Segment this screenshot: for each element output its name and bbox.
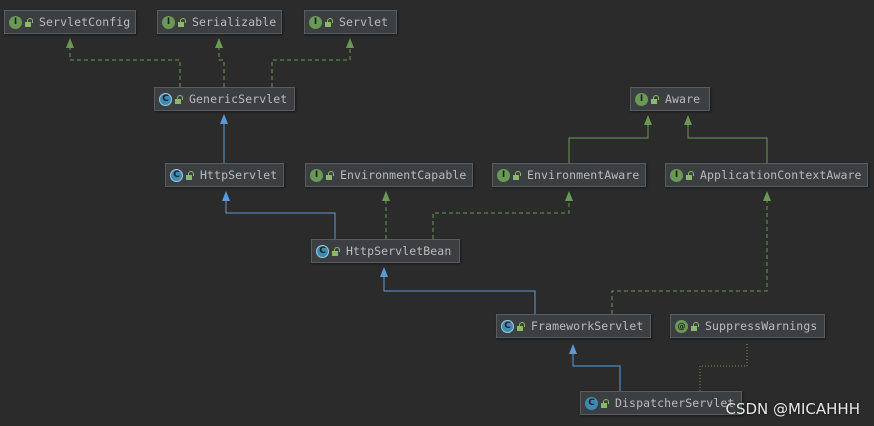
lock-icon [331, 246, 340, 256]
lock-icon [185, 170, 194, 180]
edge-genericservlet-servlet [271, 46, 351, 87]
node-label: Aware [665, 92, 701, 106]
node-applicationcontextaware[interactable]: I ApplicationContextAware [665, 163, 868, 187]
arrowhead-environmentaware [565, 191, 573, 201]
interface-icon: I [635, 92, 648, 106]
lock-icon [177, 17, 186, 27]
node-servlet[interactable]: I Servlet [304, 10, 397, 34]
arrowhead-httpservletbean [380, 267, 388, 277]
node-genericservlet[interactable]: C GenericServlet [154, 87, 295, 111]
annotation-icon: @ [675, 319, 688, 333]
node-httpservletbean[interactable]: C HttpServletBean [311, 239, 460, 263]
lock-icon [325, 170, 334, 180]
arrowhead-servletconfig [66, 38, 74, 48]
node-suppresswarnings[interactable]: @ SuppressWarnings [670, 314, 825, 338]
edge-genericservlet-servletconfig [69, 46, 181, 87]
lock-icon [174, 94, 183, 104]
node-label: Servlet [339, 15, 389, 29]
edge-applicationcontextaware-aware [687, 123, 768, 163]
node-dispatcherservlet[interactable]: C DispatcherServlet [580, 391, 742, 415]
node-frameworkservlet[interactable]: C FrameworkServlet [496, 314, 651, 338]
interface-icon: I [162, 15, 175, 29]
edge-frameworkservlet-httpservletbean [383, 275, 536, 314]
arrowhead-environmentcapable [382, 191, 390, 201]
lock-icon [690, 321, 699, 331]
edge-dispatcherservlet-suppresswarnings [699, 342, 748, 391]
node-environmentaware[interactable]: I EnvironmentAware [492, 163, 646, 187]
lock-icon [650, 94, 659, 104]
lock-icon [516, 321, 525, 331]
abstract-class-icon: C [159, 92, 172, 106]
class-icon: C [585, 396, 598, 410]
node-label: HttpServletBean [346, 244, 452, 258]
arrowhead-serializable [215, 38, 223, 48]
lock-icon [685, 170, 694, 180]
abstract-class-icon: C [316, 244, 329, 258]
arrowhead-servlet [346, 38, 354, 48]
edge-frameworkservlet-applicationcontextaware [611, 199, 768, 314]
lock-icon [600, 398, 609, 408]
interface-icon: I [310, 168, 323, 182]
node-label: EnvironmentCapable [340, 168, 467, 182]
arrowhead-aware-right [684, 115, 692, 125]
lock-icon [512, 170, 521, 180]
arrowhead-genericservlet [220, 114, 228, 124]
edge-httpservletbean-environmentaware [432, 199, 570, 239]
node-label: DispatcherServlet [615, 396, 735, 410]
node-aware[interactable]: I Aware [630, 87, 710, 111]
node-label: EnvironmentAware [527, 168, 640, 182]
abstract-class-icon: C [501, 319, 514, 333]
node-label: GenericServlet [189, 92, 288, 106]
lock-icon [24, 17, 33, 27]
interface-icon: I [497, 168, 510, 182]
interface-icon: I [670, 168, 683, 182]
edge-dispatcherservlet-frameworkservlet [572, 352, 621, 391]
interface-icon: I [9, 15, 22, 29]
arrowhead-applicationcontextaware [763, 191, 771, 201]
interface-icon: I [309, 15, 322, 29]
node-label: SuppressWarnings [705, 319, 818, 333]
node-serializable[interactable]: I Serializable [157, 10, 282, 34]
arrowhead-httpservlet [222, 191, 230, 201]
edge-environmentaware-aware [568, 123, 649, 163]
edge-genericservlet-serializable [218, 46, 225, 87]
node-label: Serializable [192, 15, 277, 29]
node-label: ApplicationContextAware [700, 168, 862, 182]
arrowhead-frameworkservlet [569, 344, 577, 354]
node-environmentcapable[interactable]: I EnvironmentCapable [305, 163, 473, 187]
node-label: FrameworkServlet [531, 319, 644, 333]
edge-httpservletbean-httpservlet [225, 199, 336, 239]
node-httpservlet[interactable]: C HttpServlet [165, 163, 284, 187]
node-servletconfig[interactable]: I ServletConfig [4, 10, 136, 34]
abstract-class-icon: C [170, 168, 183, 182]
arrowhead-aware-left [644, 115, 652, 125]
node-label: HttpServlet [200, 168, 278, 182]
watermark: CSDN @MICAHHH [725, 400, 860, 418]
node-label: ServletConfig [39, 15, 131, 29]
lock-icon [324, 17, 333, 27]
